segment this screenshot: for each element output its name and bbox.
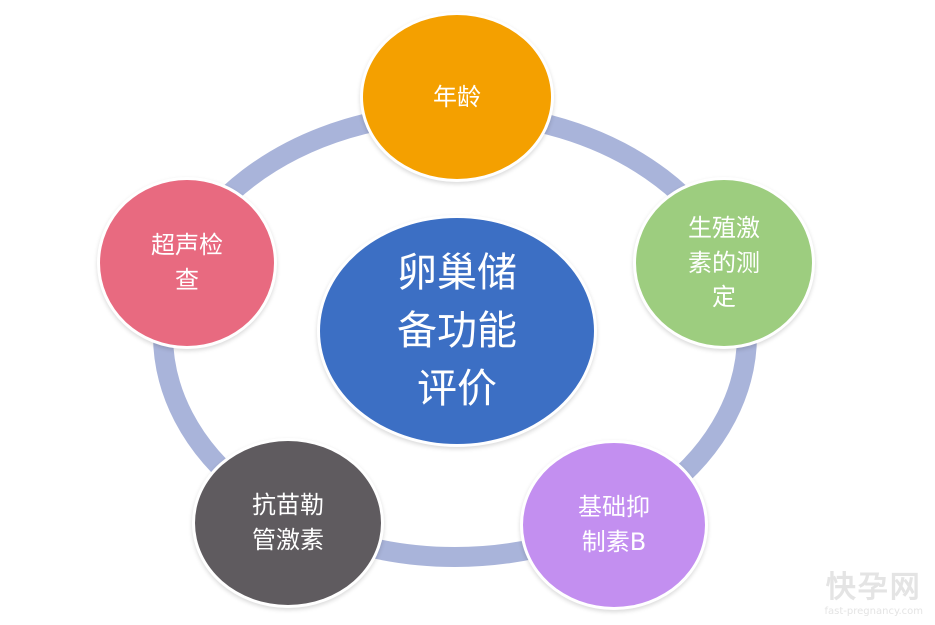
watermark-url: fast-pregnancy.com [824, 606, 923, 617]
node-label: 基础抑制素B [578, 493, 650, 556]
node-label: 年龄 [433, 82, 481, 111]
center-node: 卵巢储备功能评价 [317, 215, 597, 447]
node-inhibin-b: 基础抑制素B [520, 440, 708, 610]
node-label: 抗苗勒管激素 [252, 491, 324, 554]
watermark-brand: 快孕网 [825, 570, 922, 605]
node-reproductive-hormones: 生殖激素的测定 [633, 177, 815, 349]
watermark: 快孕网 fast-pregnancy.com [825, 562, 923, 617]
node-ultrasound: 超声检查 [97, 177, 277, 349]
node-age: 年龄 [360, 12, 554, 182]
center-label: 卵巢储备功能评价 [397, 250, 517, 412]
node-amh: 抗苗勒管激素 [192, 438, 384, 608]
node-label: 生殖激素的测定 [688, 213, 760, 312]
node-label: 超声检查 [151, 231, 223, 294]
